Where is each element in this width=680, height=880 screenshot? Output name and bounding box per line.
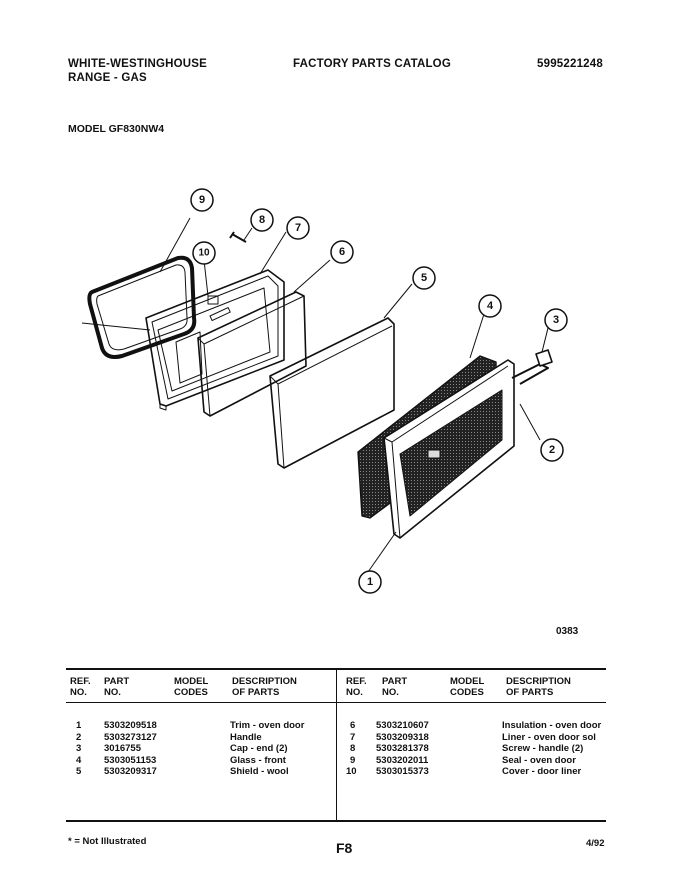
table-row-part: 5303209318 xyxy=(376,731,429,743)
table-row-ref: 5 xyxy=(76,766,82,777)
callout-5: 5 xyxy=(421,272,427,284)
table-row-part: 5303051153 xyxy=(104,754,157,766)
brand-line-2: RANGE - GAS xyxy=(68,72,147,84)
callout-1-circle xyxy=(358,570,382,594)
table-row-ref: 9 xyxy=(350,754,356,766)
table-row-desc: Trim - oven door xyxy=(230,720,305,731)
table-bottom-rule xyxy=(66,820,606,822)
callout-10-circle xyxy=(192,241,216,265)
callout-2: 2 xyxy=(549,444,555,456)
table-row-desc: Cover - door liner xyxy=(502,766,582,777)
brand-line-1: WHITE-WESTINGHOUSE xyxy=(68,58,208,70)
table-row-part: 5303273127 xyxy=(104,731,157,743)
callout-10: 10 xyxy=(198,248,210,259)
table-row-desc: Cap - end (2) xyxy=(230,743,288,754)
table-row-ref: 7 xyxy=(350,731,356,743)
callout-4: 4 xyxy=(487,300,494,312)
revision-date: 4/92 xyxy=(586,838,605,849)
table-row-ref: 8 xyxy=(350,743,356,754)
callout-9: 9 xyxy=(199,194,205,206)
table-row-ref: 6 xyxy=(350,720,356,731)
callout-4-circle xyxy=(478,294,502,318)
callout-8-circle xyxy=(250,208,274,232)
callout-6: 6 xyxy=(339,246,345,258)
callout-9-circle xyxy=(190,188,214,212)
catalog-title: FACTORY PARTS CATALOG xyxy=(293,58,451,70)
callout-2-circle xyxy=(540,438,564,462)
catalog-number: 5995221248 xyxy=(537,58,603,70)
page-number: F8 xyxy=(336,840,353,856)
table-row-part: 5303209317 xyxy=(104,766,157,777)
exploded-diagram: 1 2 3 4 5 6 7 8 9 10 xyxy=(81,188,568,594)
not-illustrated-note: * = Not Illustrated xyxy=(68,836,147,847)
table-row-part: 5303210607 xyxy=(376,720,429,731)
table-row-desc: Glass - front xyxy=(230,754,286,766)
table-row-desc: Insulation - oven door xyxy=(502,720,602,731)
table-row-ref: 2 xyxy=(76,731,82,743)
table-row-ref: 1 xyxy=(76,720,82,731)
callout-6-circle xyxy=(330,240,354,264)
table-row-part: 5303202011 xyxy=(376,754,429,766)
table-row-desc: Liner - oven door sol xyxy=(502,731,596,743)
table-center-divider xyxy=(336,668,337,820)
callout-7: 7 xyxy=(295,222,301,234)
table-row-part: 3016755 xyxy=(104,743,141,754)
table-row-desc: Seal - oven door xyxy=(502,754,576,766)
table-row-desc: Handle xyxy=(230,731,262,743)
table-row-ref: 3 xyxy=(76,743,82,754)
diagram-code: 0383 xyxy=(556,626,579,637)
table-row-part: 5303015373 xyxy=(376,766,429,777)
callout-3: 3 xyxy=(553,314,559,326)
model-label: MODEL GF830NW4 xyxy=(68,123,165,135)
table-row-desc: Screw - handle (2) xyxy=(502,743,584,754)
table-row-desc: Shield - wool xyxy=(230,766,289,777)
table-row-part: 5303281378 xyxy=(376,743,429,754)
callout-7-circle xyxy=(286,216,310,240)
table-row-part: 5303209518 xyxy=(104,720,157,731)
table-row-ref: 4 xyxy=(76,754,82,766)
table-row-ref: 10 xyxy=(346,766,357,777)
callout-8: 8 xyxy=(259,214,265,226)
header-ref-no-left: REF.NO. xyxy=(70,676,91,698)
callout-3-circle xyxy=(544,308,568,332)
callout-5-circle xyxy=(412,266,436,290)
header-ref-no-right: REF.NO. xyxy=(346,676,367,698)
callout-1: 1 xyxy=(367,576,373,588)
